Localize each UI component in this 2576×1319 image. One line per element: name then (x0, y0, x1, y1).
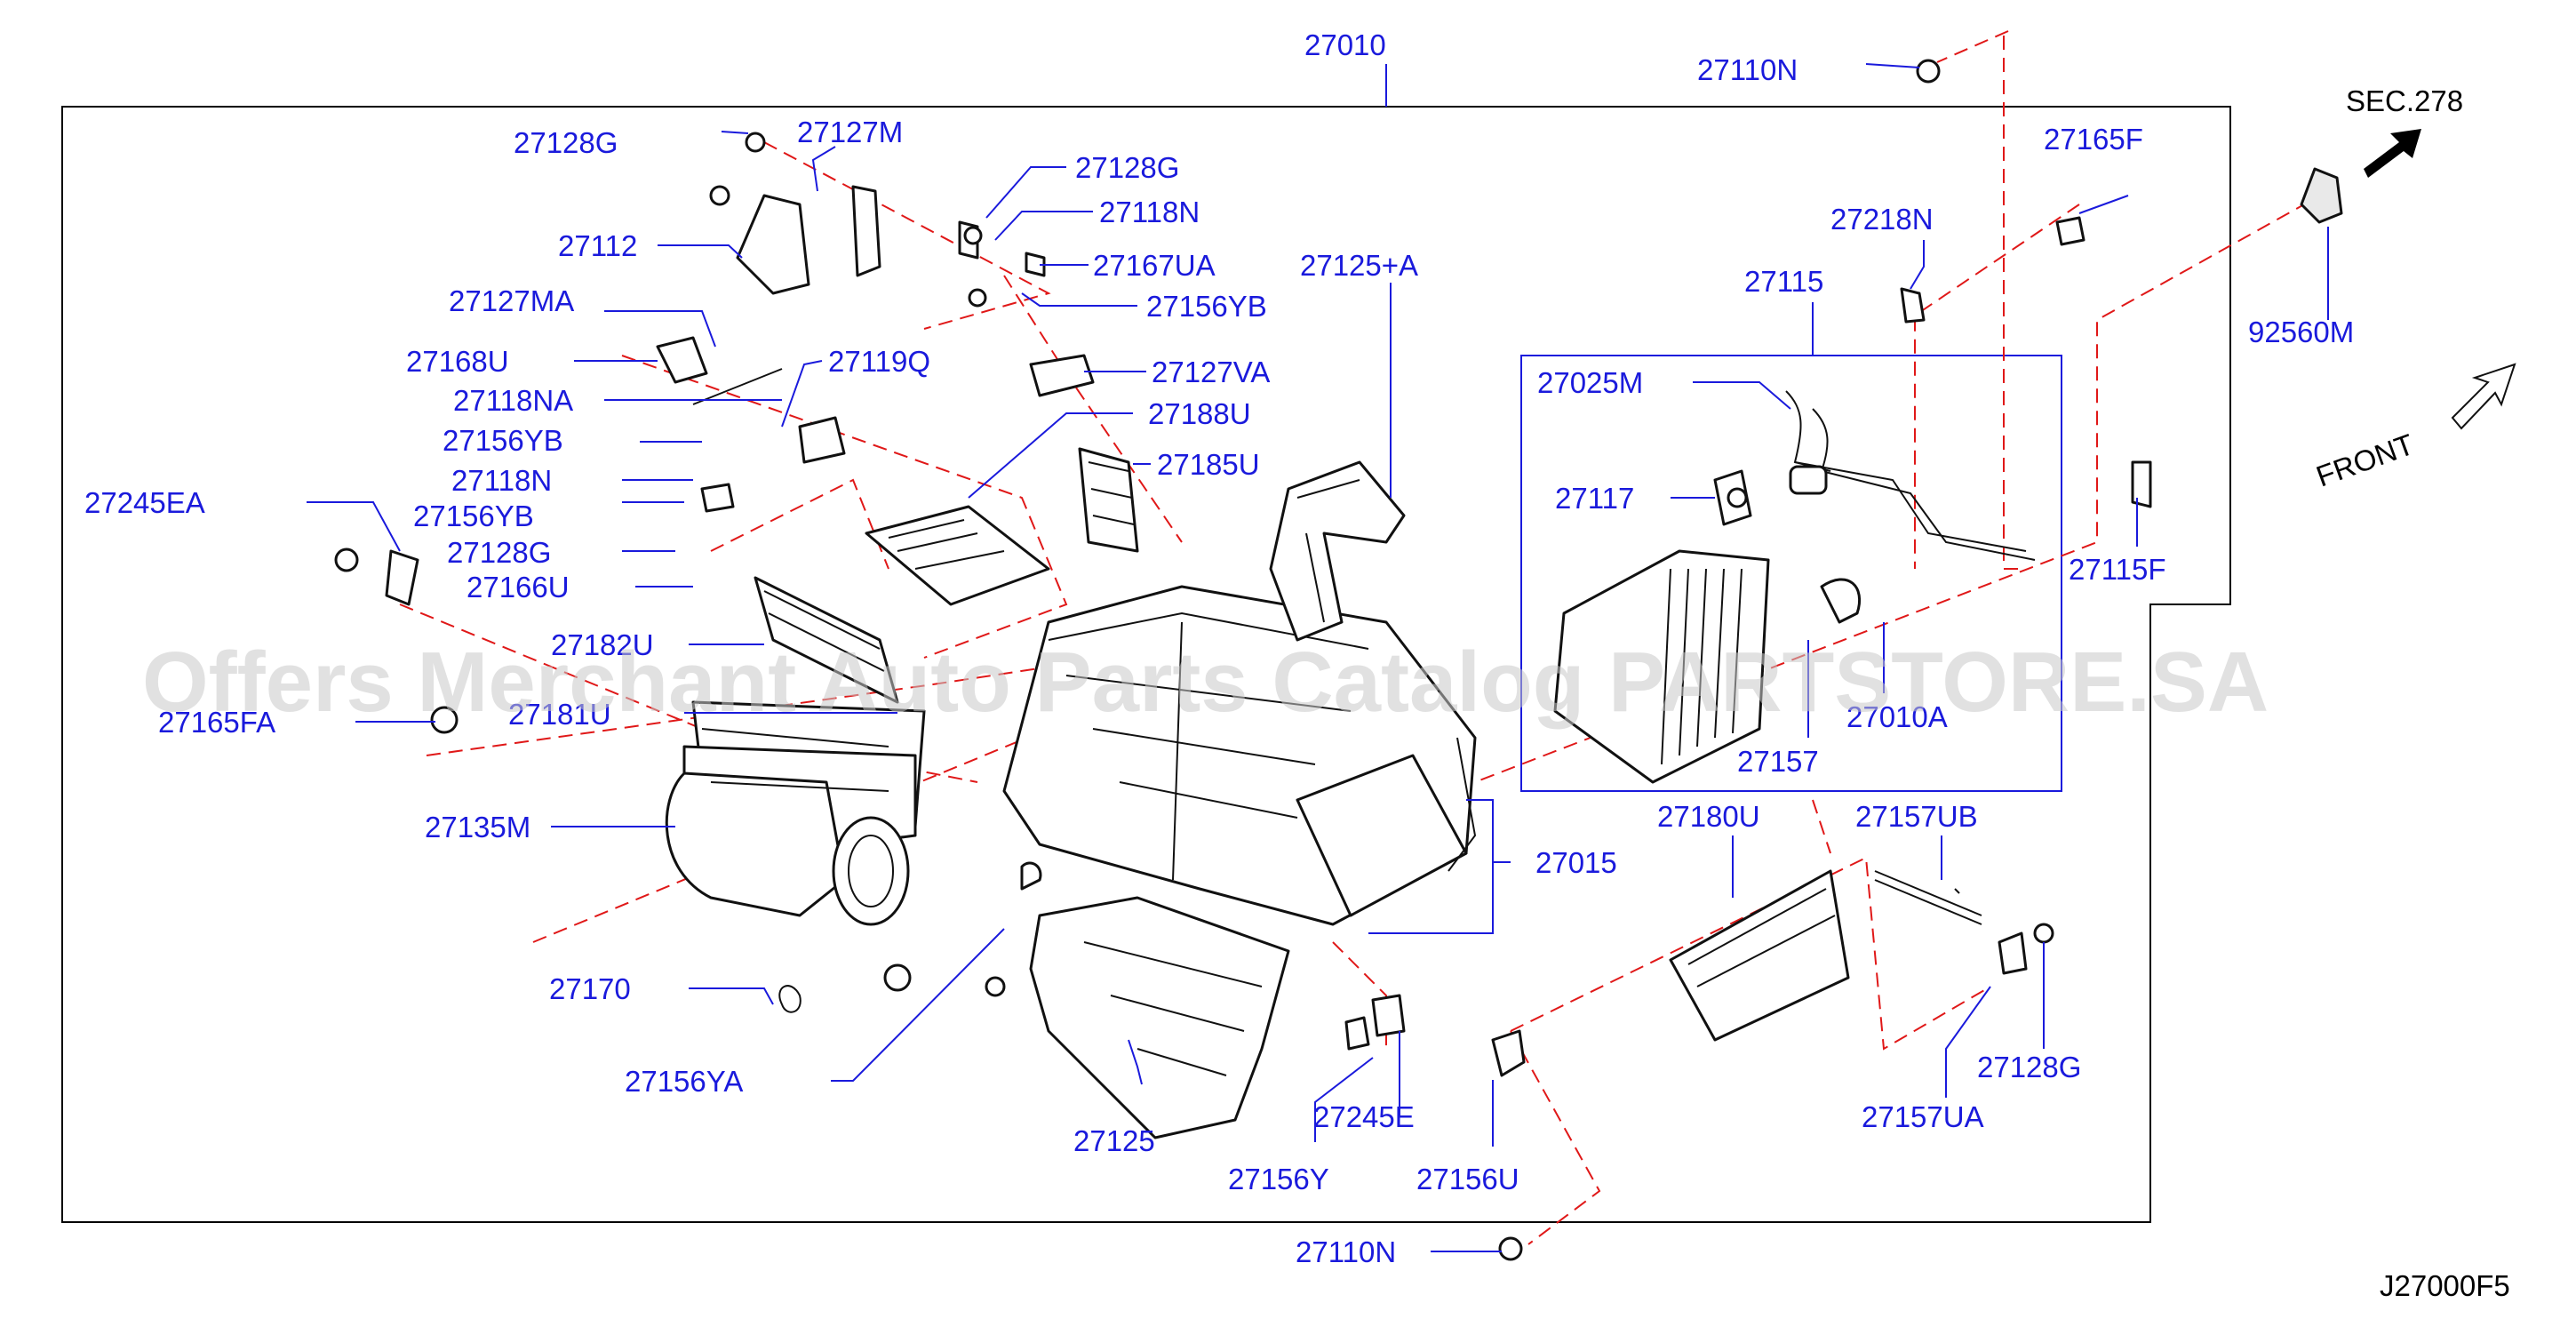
sensor-rod (1874, 870, 1982, 925)
callout-27119Q: 27119Q (828, 345, 930, 378)
filter-frame (754, 576, 899, 704)
callout-27118N-a: 27118N (451, 464, 552, 497)
callout-27156U: 27156U (1416, 1163, 1519, 1195)
duct-upper (1269, 460, 1406, 642)
callout-27170: 27170 (549, 972, 631, 1005)
callout-27167UA: 27167UA (1093, 249, 1216, 282)
watermark: Offers Merchant Auto Parts Catalog PARTS… (142, 635, 2269, 730)
sec-arrow-icon (2364, 129, 2421, 178)
callout-27127M: 27127M (797, 116, 903, 148)
expansion-valve (1713, 469, 1752, 526)
callout-labels: 27010 27110N 27128G 27127M 27112 27127MA… (84, 28, 2354, 1268)
callout-27015: 27015 (1535, 846, 1617, 879)
sec-reference: SEC.278 (2346, 84, 2463, 117)
callout-27128G-b: 27128G (447, 536, 551, 569)
evaporator (1553, 549, 1862, 784)
callout-27168U: 27168U (406, 345, 509, 378)
hardware (334, 59, 2343, 1261)
callout-27157UB: 27157UB (1855, 800, 1978, 833)
filter-185 (1078, 447, 1139, 553)
callout-27156YB-c: 27156YB (1146, 290, 1267, 323)
callout-27118NA: 27118NA (453, 384, 573, 417)
callout-27245EA: 27245EA (84, 486, 205, 519)
callout-27115: 27115 (1744, 265, 1823, 298)
callout-27115F: 27115F (2069, 553, 2165, 586)
heater-unit (1002, 585, 1477, 926)
callout-27127VA: 27127VA (1152, 356, 1270, 388)
callout-27110N-top: 27110N (1697, 53, 1798, 86)
diagram-code: J27000F5 (2380, 1269, 2510, 1302)
callout-27118N-b: 27118N (1099, 196, 1200, 228)
blower-case (665, 700, 926, 926)
callout-27180U: 27180U (1657, 800, 1760, 833)
callout-27156YB-b: 27156YB (413, 500, 534, 532)
callout-27128G-a: 27128G (514, 126, 618, 159)
callout-27128G-d: 27128G (1977, 1051, 2081, 1083)
duct-lower (1029, 896, 1290, 1139)
callout-27218N: 27218N (1830, 203, 1934, 236)
callout-27156Y: 27156Y (1228, 1163, 1329, 1195)
callout-27166U: 27166U (467, 571, 570, 604)
filter-frame-upper (865, 505, 1050, 606)
callout-27125plusA: 27125+A (1300, 249, 1418, 282)
callout-92560M: 92560M (2248, 316, 2354, 348)
pipe-assembly (1785, 390, 2036, 561)
panel-180 (1669, 869, 1850, 1042)
callout-27182U: 27182U (551, 628, 654, 661)
callout-27127MA: 27127MA (449, 284, 574, 317)
callout-27165FA: 27165FA (158, 706, 275, 739)
callout-27245E: 27245E (1313, 1100, 1415, 1133)
callout-27025M: 27025M (1537, 366, 1643, 399)
callout-27010: 27010 (1304, 28, 1386, 61)
front-arrow-icon (2451, 363, 2516, 430)
callout-27128G-c: 27128G (1075, 151, 1179, 184)
callout-27125: 27125 (1073, 1124, 1155, 1157)
callout-27117: 27117 (1555, 482, 1634, 515)
callout-27156YB-a: 27156YB (443, 424, 563, 457)
callout-27181U: 27181U (508, 698, 611, 731)
main-frame (61, 106, 2231, 1223)
callout-27185U: 27185U (1157, 448, 1260, 481)
callout-27157: 27157 (1737, 745, 1819, 778)
leader-lines (307, 63, 2329, 1252)
front-label: FRONT (2312, 428, 2418, 493)
evaporator-subframe (1520, 355, 2062, 792)
callout-27165F: 27165F (2044, 123, 2143, 156)
callout-27110N-bottom: 27110N (1296, 1235, 1396, 1268)
callout-27010A: 27010A (1846, 700, 1948, 733)
callout-27188U: 27188U (1148, 397, 1251, 430)
callout-27112: 27112 (558, 229, 637, 262)
callout-27156YA: 27156YA (625, 1065, 743, 1098)
callout-27135M: 27135M (425, 811, 530, 843)
callout-27157UA: 27157UA (1862, 1100, 1984, 1133)
